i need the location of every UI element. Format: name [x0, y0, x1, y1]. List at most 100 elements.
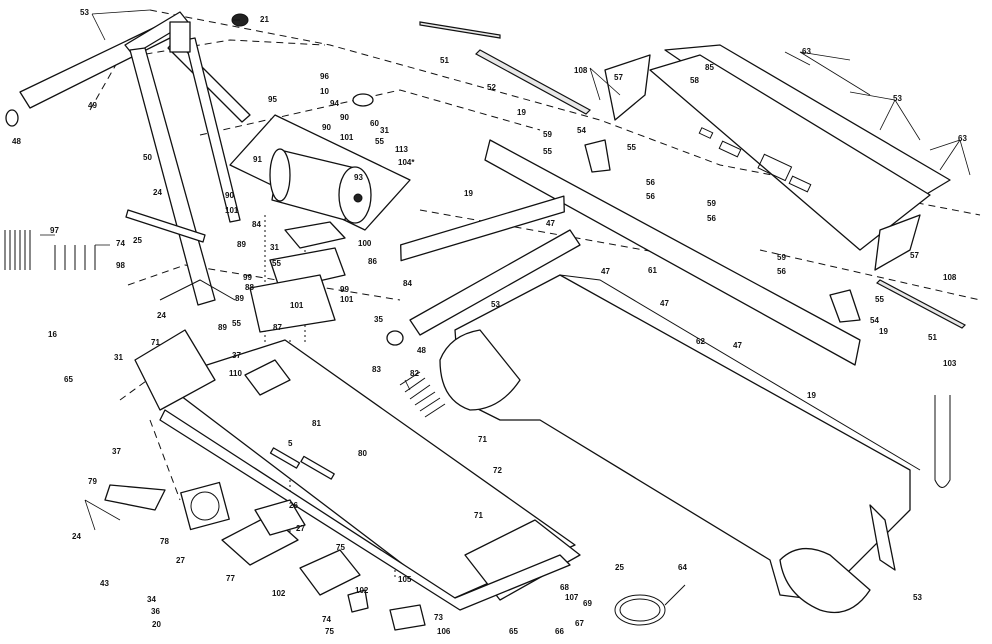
callout-66: 66 [555, 627, 564, 636]
callout-94: 94 [330, 99, 339, 108]
callout-80: 80 [358, 449, 367, 458]
fan-blade-78 [190, 491, 220, 521]
callout-99b: 99 [340, 285, 349, 294]
callout-86: 86 [368, 257, 377, 266]
callout-65b: 65 [509, 627, 518, 636]
callout-96: 96 [320, 72, 329, 81]
callout-89b: 89 [235, 294, 244, 303]
deck-roller-rear [779, 548, 871, 614]
callout-31b: 31 [270, 243, 279, 252]
callout-83: 83 [372, 365, 381, 374]
lift-frame-87 [249, 274, 336, 333]
frame-left-end-71 [134, 329, 216, 411]
cable-64 [614, 584, 686, 626]
callout-58: 58 [690, 76, 699, 85]
deck-slot [869, 504, 896, 571]
crossbar-and-rollers [386, 139, 861, 366]
callout-55f: 55 [875, 295, 884, 304]
frame-slot-5 [269, 447, 301, 469]
callout-89: 89 [237, 240, 246, 249]
hood-window-2 [718, 140, 742, 158]
callout-47b: 47 [601, 267, 610, 276]
callout-48b: 48 [417, 346, 426, 355]
callout-56: 56 [646, 178, 655, 187]
fan-78 [180, 481, 230, 531]
motor-bracket-100 [284, 221, 346, 249]
callout-69: 69 [583, 599, 592, 608]
callout-64: 64 [678, 563, 687, 572]
callout-16: 16 [48, 330, 57, 339]
upright-front [184, 37, 241, 223]
front-roller-47 [400, 195, 565, 262]
callout-102: 102 [272, 589, 286, 598]
callout-61: 61 [648, 266, 657, 275]
motor-end-left [269, 148, 291, 202]
callout-62: 62 [696, 337, 705, 346]
callout-26: 26 [289, 501, 298, 510]
callout-103: 103 [943, 359, 957, 368]
callout-106: 106 [437, 627, 451, 636]
callout-31: 31 [380, 126, 389, 135]
callout-90b: 90 [322, 123, 331, 132]
callout-79: 79 [88, 477, 97, 486]
callout-56b: 56 [646, 192, 655, 201]
callout-labels: 53 21 49 48 50 96 10 95 94 90 60 90 31 1… [12, 8, 967, 636]
board-26 [254, 499, 306, 536]
hood-window-3 [788, 175, 812, 193]
callout-65: 65 [64, 375, 73, 384]
callout-48: 48 [12, 137, 21, 146]
callout-19b: 19 [464, 189, 473, 198]
callout-53c: 53 [491, 300, 500, 309]
belt-loop [934, 395, 951, 488]
callout-102b: 102 [355, 586, 369, 595]
strip-51-top [419, 21, 501, 39]
bracket-55-left [584, 139, 611, 173]
callout-27b: 27 [176, 556, 185, 565]
callout-99: 99 [243, 273, 252, 282]
callout-10: 10 [320, 87, 329, 96]
callout-100: 100 [358, 239, 372, 248]
callout-110: 110 [229, 369, 242, 378]
callout-59: 59 [543, 130, 552, 139]
callout-55d: 55 [543, 147, 552, 156]
callout-107: 107 [565, 593, 579, 602]
callout-49: 49 [88, 101, 97, 110]
motor-cap-60 [352, 93, 374, 107]
callout-53: 53 [80, 8, 89, 17]
callout-93: 93 [354, 173, 363, 182]
bolt-set-97 [4, 230, 31, 270]
callout-59b: 59 [707, 199, 716, 208]
callout-91: 91 [253, 155, 262, 164]
callout-113: 113 [395, 145, 408, 154]
frame-plate-110 [244, 359, 291, 396]
frame-bottom-rail [159, 409, 571, 611]
callout-87: 87 [273, 323, 282, 332]
callout-5: 5 [288, 439, 293, 448]
callout-56d: 56 [777, 267, 786, 276]
callout-47: 47 [546, 219, 555, 228]
deck-edge [559, 274, 921, 471]
callout-54b: 54 [870, 316, 879, 325]
frame-side-rail [159, 339, 576, 601]
callout-19d: 19 [807, 391, 816, 400]
callout-74b: 74 [322, 615, 331, 624]
callout-57b: 57 [910, 251, 919, 260]
belt-103 [934, 395, 951, 488]
callout-27: 27 [296, 524, 305, 533]
callout-88: 88 [245, 283, 254, 292]
callout-24c: 24 [72, 532, 81, 541]
callout-63b: 63 [958, 134, 967, 143]
box-73 [389, 604, 426, 631]
callout-leaders [40, 9, 971, 531]
callout-60: 60 [370, 119, 379, 128]
upright-50 [129, 47, 216, 306]
callout-84: 84 [252, 220, 261, 229]
callout-101: 101 [340, 133, 354, 142]
base-bracket [159, 279, 236, 301]
callout-20: 20 [152, 620, 161, 629]
frame-slot-81 [300, 455, 335, 480]
control-bracket-86 [269, 247, 346, 291]
callout-59c: 59 [777, 253, 786, 262]
callout-67: 67 [575, 619, 584, 628]
side-strips [419, 21, 966, 329]
